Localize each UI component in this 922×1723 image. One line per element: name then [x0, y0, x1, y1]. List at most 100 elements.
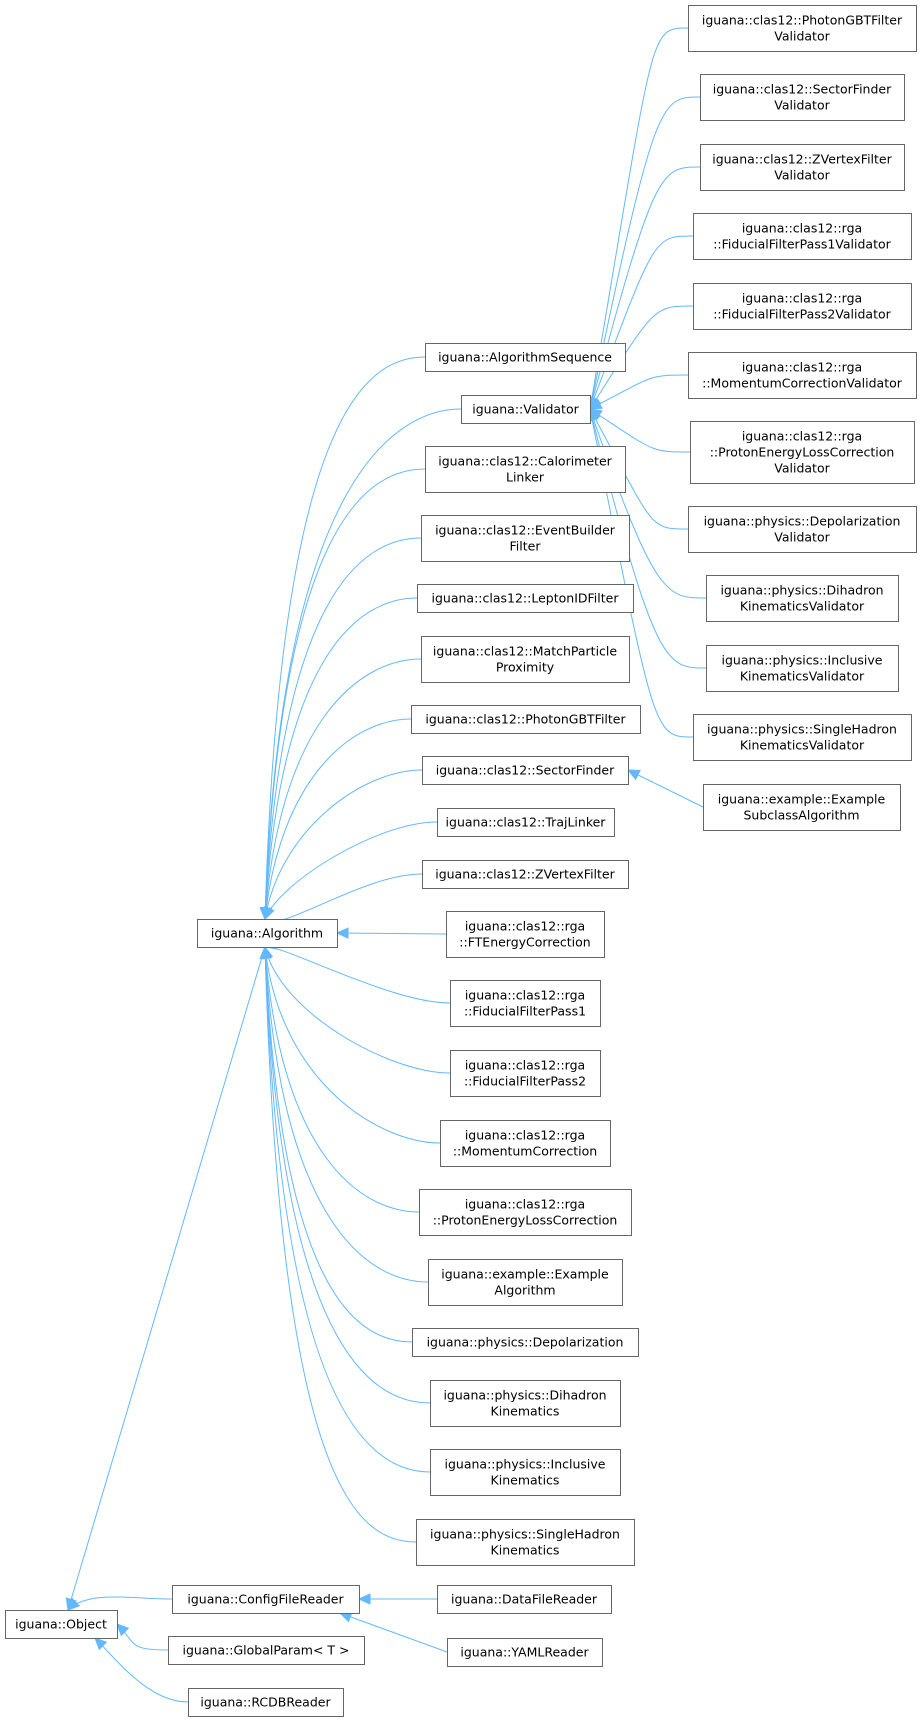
- edge-sectorfindervalidator-to-validator: [589, 96, 701, 410]
- class-node-zvertexfilter[interactable]: iguana::clas12::ZVertexFilter: [422, 860, 629, 889]
- class-node-photongbtfilter[interactable]: iguana::clas12::PhotonGBTFilter: [411, 705, 641, 734]
- class-name-line: iguana::physics::Inclusive: [445, 1457, 606, 1472]
- class-name-line: iguana::clas12::rga: [465, 1197, 585, 1212]
- class-name-line: Proximity: [496, 660, 555, 675]
- class-box: [447, 1638, 603, 1667]
- class-box: [688, 5, 917, 52]
- class-name-line: iguana::physics::Dihadron: [720, 583, 883, 598]
- edge-trajlinker-to-algorithm-arrowhead: [263, 906, 275, 921]
- class-name-line: iguana::clas12::TrajLinker: [446, 815, 607, 830]
- class-node-depolarization[interactable]: iguana::physics::Depolarization: [412, 1328, 639, 1357]
- class-name-line: iguana::physics::Depolarization: [427, 1335, 624, 1350]
- class-box: [419, 1189, 632, 1236]
- class-box: [172, 1585, 360, 1614]
- edge-examplesubclassalgorithm-to-sectorfinder-arrowhead: [626, 769, 641, 781]
- class-name-line: Validator: [774, 530, 830, 545]
- class-node-algorithm[interactable]: iguana::Algorithm: [197, 919, 338, 948]
- edge-leptonidfilter-to-algorithm: [264, 597, 418, 920]
- class-node-sectorfinder[interactable]: iguana::clas12::SectorFinder: [422, 756, 629, 785]
- class-box: [425, 446, 626, 493]
- class-box: [5, 1610, 118, 1639]
- class-box: [693, 714, 912, 761]
- edge-dihadronkinematicsvalidator-to-validator: [589, 408, 707, 599]
- edge-fiducialfilterpass2-to-algorithm: [264, 946, 451, 1074]
- class-name-line: iguana::clas12::ZVertexFilter: [435, 867, 615, 882]
- class-box: [412, 1328, 639, 1357]
- class-name-line: iguana::clas12::rga: [742, 360, 862, 375]
- class-name-line: iguana::ConfigFileReader: [187, 1592, 344, 1607]
- edge-examplesubclassalgorithm-to-sectorfinder: [627, 769, 704, 808]
- class-nodes: iguana::Object iguana::Algorithmiguana::C…: [5, 5, 917, 1717]
- class-node-algorithmsequence[interactable]: iguana::AlgorithmSequence: [425, 343, 626, 372]
- class-box: [706, 575, 899, 622]
- class-box: [425, 343, 626, 372]
- edge-configfilereader-to-object-arrowhead: [67, 1597, 81, 1611]
- class-box: [706, 645, 899, 692]
- class-node-momentumcorrection[interactable]: iguana::clas12::rga::MomentumCorrection: [440, 1120, 611, 1167]
- class-name-line: iguana::YAMLReader: [460, 1645, 589, 1660]
- class-node-inclusivekinematicsvalidator[interactable]: iguana::physics::InclusiveKinematicsVali…: [706, 645, 899, 692]
- class-node-datafilereader[interactable]: iguana::DataFileReader: [437, 1585, 612, 1614]
- class-box: [688, 506, 917, 553]
- class-box: [421, 515, 630, 562]
- class-node-examplesubclassalgorithm[interactable]: iguana::example::ExampleSubclassAlgorith…: [703, 784, 901, 831]
- class-node-rcdbreader[interactable]: iguana::RCDBReader: [188, 1688, 344, 1717]
- inheritance-edges: [65, 27, 707, 1703]
- edge-fiducialfilterpass1validator-to-validator: [589, 235, 694, 410]
- class-node-fiducialfilterpass1validator[interactable]: iguana::clas12::rga::FiducialFilterPass1…: [693, 213, 912, 260]
- edge-yamlreader-to-configfilereader: [339, 1612, 448, 1653]
- class-node-protonenergylosscorrectionvalidator[interactable]: iguana::clas12::rga::ProtonEnergyLossCor…: [690, 421, 915, 484]
- class-node-validator[interactable]: iguana::Validator: [461, 395, 591, 424]
- class-name-line: iguana::Algorithm: [211, 926, 323, 941]
- class-box: [450, 1050, 601, 1097]
- edge-algorithmsequence-to-algorithm: [264, 356, 426, 920]
- class-box: [411, 705, 641, 734]
- class-name-line: ::MomentumCorrectionValidator: [702, 376, 903, 391]
- edge-photongbtfilter-to-algorithm: [264, 718, 412, 920]
- class-node-fiducialfilterpass2validator[interactable]: iguana::clas12::rga::FiducialFilterPass2…: [693, 283, 912, 330]
- class-name-line: iguana::physics::SingleHadron: [707, 722, 897, 737]
- class-node-momentumcorrectionvalidator[interactable]: iguana::clas12::rga::MomentumCorrectionV…: [688, 352, 917, 399]
- class-name-line: iguana::physics::Depolarization: [704, 514, 901, 529]
- class-name-line: iguana::clas12::MatchParticle: [433, 644, 617, 659]
- class-node-yamlreader[interactable]: iguana::YAMLReader: [447, 1638, 603, 1667]
- class-name-line: iguana::clas12::rga: [465, 1058, 585, 1073]
- edge-photongbtfiltervalidator-to-validator: [589, 27, 689, 410]
- edge-matchparticleproximity-to-algorithm: [264, 658, 422, 920]
- class-name-line: iguana::RCDBReader: [200, 1695, 331, 1710]
- class-node-protonenergylosscorrection[interactable]: iguana::clas12::rga::ProtonEnergyLossCor…: [419, 1189, 632, 1236]
- class-node-trajlinker[interactable]: iguana::clas12::TrajLinker: [437, 808, 615, 837]
- edge-trajlinker-to-algorithm: [264, 821, 438, 920]
- class-node-fiducialfilterpass1[interactable]: iguana::clas12::rga::FiducialFilterPass1: [450, 980, 601, 1027]
- class-node-ftenergycorrection[interactable]: iguana::clas12::rga::FTEnergyCorrection: [446, 911, 605, 958]
- class-node-fiducialfilterpass2[interactable]: iguana::clas12::rga::FiducialFilterPass2: [450, 1050, 601, 1097]
- class-name-line: iguana::Validator: [472, 402, 579, 417]
- class-box: [430, 1380, 621, 1427]
- class-node-dihadronkinematicsvalidator[interactable]: iguana::physics::DihadronKinematicsValid…: [706, 575, 899, 622]
- class-node-globalparam[interactable]: iguana::GlobalParam< T >: [168, 1636, 365, 1665]
- class-box: [421, 636, 630, 683]
- edge-algorithm-to-object: [67, 946, 266, 1611]
- class-node-configfilereader[interactable]: iguana::ConfigFileReader: [172, 1585, 360, 1614]
- class-name-line: iguana::clas12::ZVertexFilter: [712, 152, 892, 167]
- class-node-object[interactable]: iguana::Object: [5, 1610, 118, 1639]
- edge-protonenergylosscorrection-to-algorithm: [264, 946, 420, 1213]
- class-node-singlehadronkinematicsvalidator[interactable]: iguana::physics::SingleHadronKinematicsV…: [693, 714, 912, 761]
- class-name-line: iguana::clas12::PhotonGBTFilter: [702, 13, 903, 28]
- class-name-line: ::FiducialFilterPass2Validator: [713, 307, 891, 322]
- edge-momentumcorrectionvalidator-to-validator: [589, 374, 689, 410]
- class-node-leptonidfilter[interactable]: iguana::clas12::LeptonIDFilter: [417, 584, 634, 613]
- edge-globalparam-to-object-arrowhead: [116, 1623, 130, 1637]
